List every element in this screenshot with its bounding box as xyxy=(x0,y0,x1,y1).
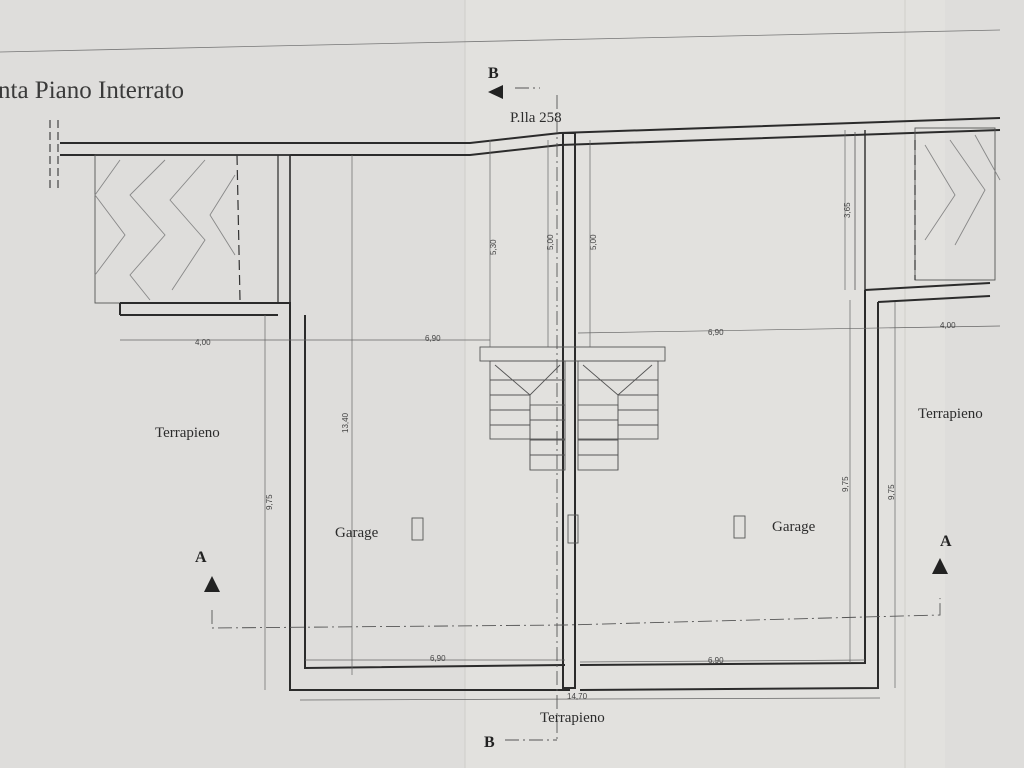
dim-right-outer-depth: 9,75 xyxy=(887,484,896,500)
sheet-border-line xyxy=(0,29,1001,53)
section-b-top-label: B xyxy=(488,65,499,82)
dim-right-garage-width: 6,90 xyxy=(708,328,724,337)
dim-depth-left-stairs: 5,30 xyxy=(489,239,498,255)
room-label-garage-left: Garage xyxy=(335,525,379,541)
dim-total-width: 14,70 xyxy=(567,692,588,701)
dim-left-width: 4,00 xyxy=(195,338,211,347)
dim-depth-center-right: 5,00 xyxy=(589,234,598,250)
central-wall xyxy=(562,132,579,689)
left-garage-walls xyxy=(119,155,570,691)
section-b-bottom-label: B xyxy=(484,734,495,751)
room-label-terrapieno-left: Terrapieno xyxy=(155,425,220,441)
left-garage-marker xyxy=(411,517,424,541)
dim-depth-right-top: 3,65 xyxy=(843,202,852,218)
dim-right-width: 4,00 xyxy=(940,321,956,330)
dim-bottom-right: 6,90 xyxy=(708,656,724,665)
dim-depth-center-left: 5,00 xyxy=(546,234,555,250)
room-label-garage-right: Garage xyxy=(772,519,816,535)
section-a-left-label: A xyxy=(195,549,207,566)
dim-left-depth: 9,75 xyxy=(265,494,274,510)
dim-bottom-left: 6,90 xyxy=(430,654,446,663)
room-label-terrapieno-right: Terrapieno xyxy=(918,406,983,422)
section-axes xyxy=(211,87,941,741)
right-garage-walls xyxy=(579,130,991,691)
dim-right-inner-depth: 9,75 xyxy=(841,476,850,492)
section-a-left-arrow-icon xyxy=(204,576,220,592)
dim-left-garage-width: 6,90 xyxy=(425,334,441,343)
staircase xyxy=(479,346,666,471)
right-ramp-hatch xyxy=(914,127,1001,281)
section-b-arrow-icon xyxy=(488,85,503,99)
drawing-title: nta Piano Interrato xyxy=(0,77,184,104)
section-a-right-label: A xyxy=(940,533,952,550)
top-boundary-wall xyxy=(60,117,1001,144)
dim-garage-depth: 13,40 xyxy=(341,412,350,433)
parcel-label: P.lla 258 xyxy=(510,110,562,126)
dimension-lines xyxy=(120,130,1001,701)
section-a-right-arrow-icon xyxy=(932,558,948,574)
room-label-terrapieno-bottom: Terrapieno xyxy=(540,710,605,726)
right-garage-marker xyxy=(733,515,746,539)
